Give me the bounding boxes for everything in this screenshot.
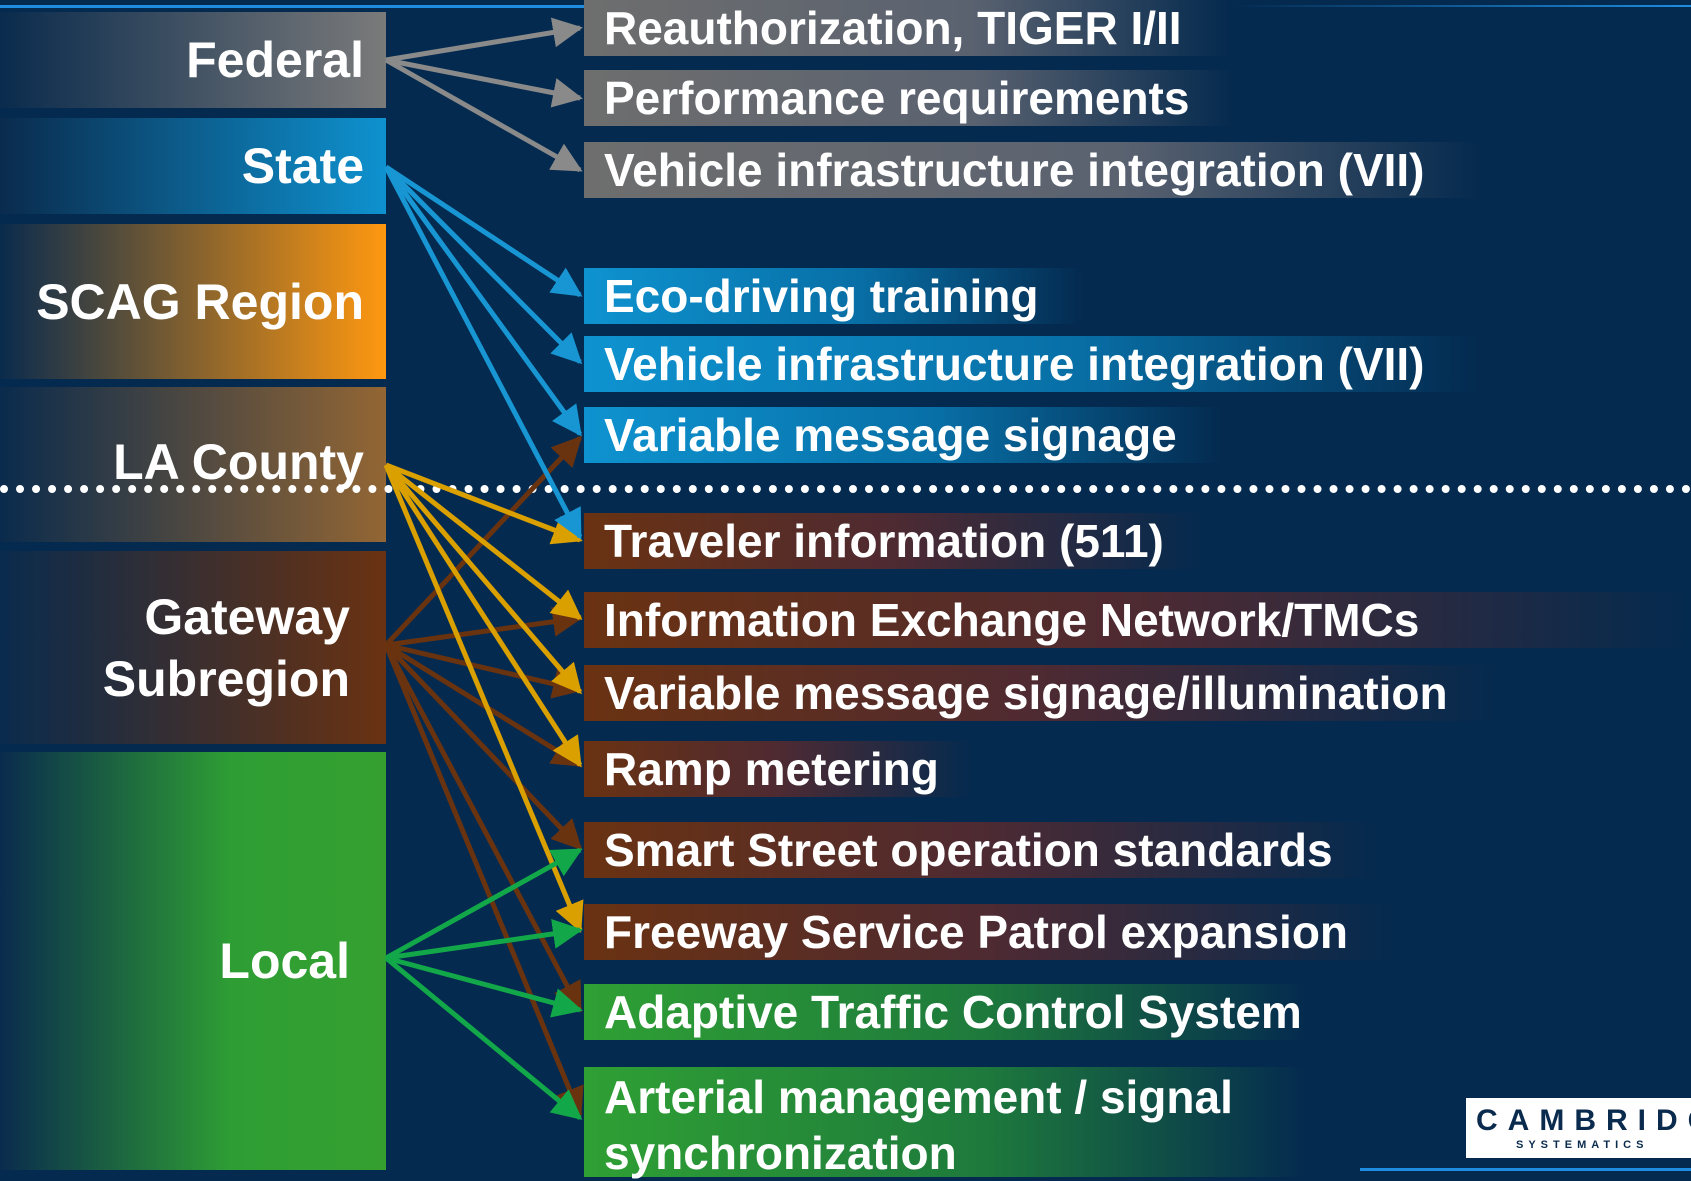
- item-label: Vehicle infrastructure integration (VII): [604, 144, 1425, 196]
- state-arrows: [383, 164, 583, 540]
- item-label: Adaptive Traffic Control System: [604, 986, 1302, 1038]
- local-arrows: [384, 847, 583, 1120]
- la-county-arrows: [383, 462, 584, 933]
- category-scag-region-label: SCAG Region: [36, 273, 364, 330]
- item-label: Variable message signage: [604, 409, 1177, 461]
- item-federal-vii: Vehicle infrastructure integration (VII): [584, 142, 1479, 198]
- item-adaptive-traffic-control: Adaptive Traffic Control System: [584, 984, 1309, 1040]
- category-la-county-label: LA County: [113, 434, 364, 490]
- category-gateway-label-line1: Gateway: [144, 588, 350, 645]
- item-performance-requirements: Performance requirements: [584, 70, 1232, 126]
- item-label: Smart Street operation standards: [604, 824, 1333, 876]
- category-federal-label: Federal: [186, 32, 364, 88]
- category-local-label: Local: [219, 933, 350, 989]
- item-reauthorization-tiger: Reauthorization, TIGER I/II: [584, 0, 1228, 56]
- category-gateway-label-line2: Subregion: [102, 650, 350, 707]
- top-accent-line: [0, 5, 584, 8]
- item-label: Variable message signage/illumination: [604, 667, 1448, 719]
- item-state-vii: Vehicle infrastructure integration (VII): [584, 336, 1479, 392]
- item-eco-driving-training: Eco-driving training: [584, 268, 1084, 324]
- item-smart-street-standards: Smart Street operation standards: [584, 822, 1379, 878]
- item-label: Vehicle infrastructure integration (VII): [604, 338, 1425, 390]
- item-information-exchange-network: Information Exchange Network/TMCs: [584, 592, 1691, 648]
- item-arterial-management: Arterial management / signal synchroniza…: [584, 1067, 1309, 1179]
- item-label: Eco-driving training: [604, 270, 1039, 322]
- item-label: Reauthorization, TIGER I/II: [604, 2, 1182, 54]
- category-gateway-subregion: Gateway Subregion: [0, 551, 386, 744]
- top-accent-line-right: [1230, 5, 1691, 7]
- item-label: Information Exchange Network/TMCs: [604, 594, 1420, 646]
- item-label: Arterial management / signal synchroniza…: [604, 1071, 1233, 1179]
- category-la-county: LA County: [0, 387, 386, 542]
- item-label: Traveler information (511): [604, 515, 1164, 567]
- category-local: Local: [0, 752, 386, 1170]
- item-freeway-service-patrol: Freeway Service Patrol expansion: [584, 904, 1396, 960]
- item-label: Performance requirements: [604, 72, 1190, 124]
- item-ramp-metering: Ramp metering: [584, 741, 974, 797]
- item-variable-message-signage-illumination: Variable message signage/illumination: [584, 665, 1499, 721]
- bottom-accent-line: [1360, 1168, 1691, 1171]
- category-state-label: State: [241, 138, 364, 194]
- federal-arrows: [384, 17, 583, 173]
- item-label: Ramp metering: [604, 743, 939, 795]
- category-federal: Federal: [0, 12, 386, 108]
- category-scag-region: SCAG Region: [0, 224, 386, 379]
- cambridge-systematics-logo: CAMBRIDGE SYSTEMATICS: [1466, 1098, 1691, 1158]
- logo-tagline: SYSTEMATICS: [1516, 1139, 1649, 1151]
- item-traveler-information: Traveler information (511): [584, 513, 1204, 569]
- gateway-arrows: [383, 435, 584, 1118]
- logo-name: CAMBRIDGE: [1476, 1104, 1691, 1137]
- category-state: State: [0, 118, 386, 214]
- divider-dotted-line: [0, 485, 1691, 493]
- item-variable-message-signage: Variable message signage: [584, 407, 1224, 463]
- item-label: Freeway Service Patrol expansion: [604, 906, 1349, 958]
